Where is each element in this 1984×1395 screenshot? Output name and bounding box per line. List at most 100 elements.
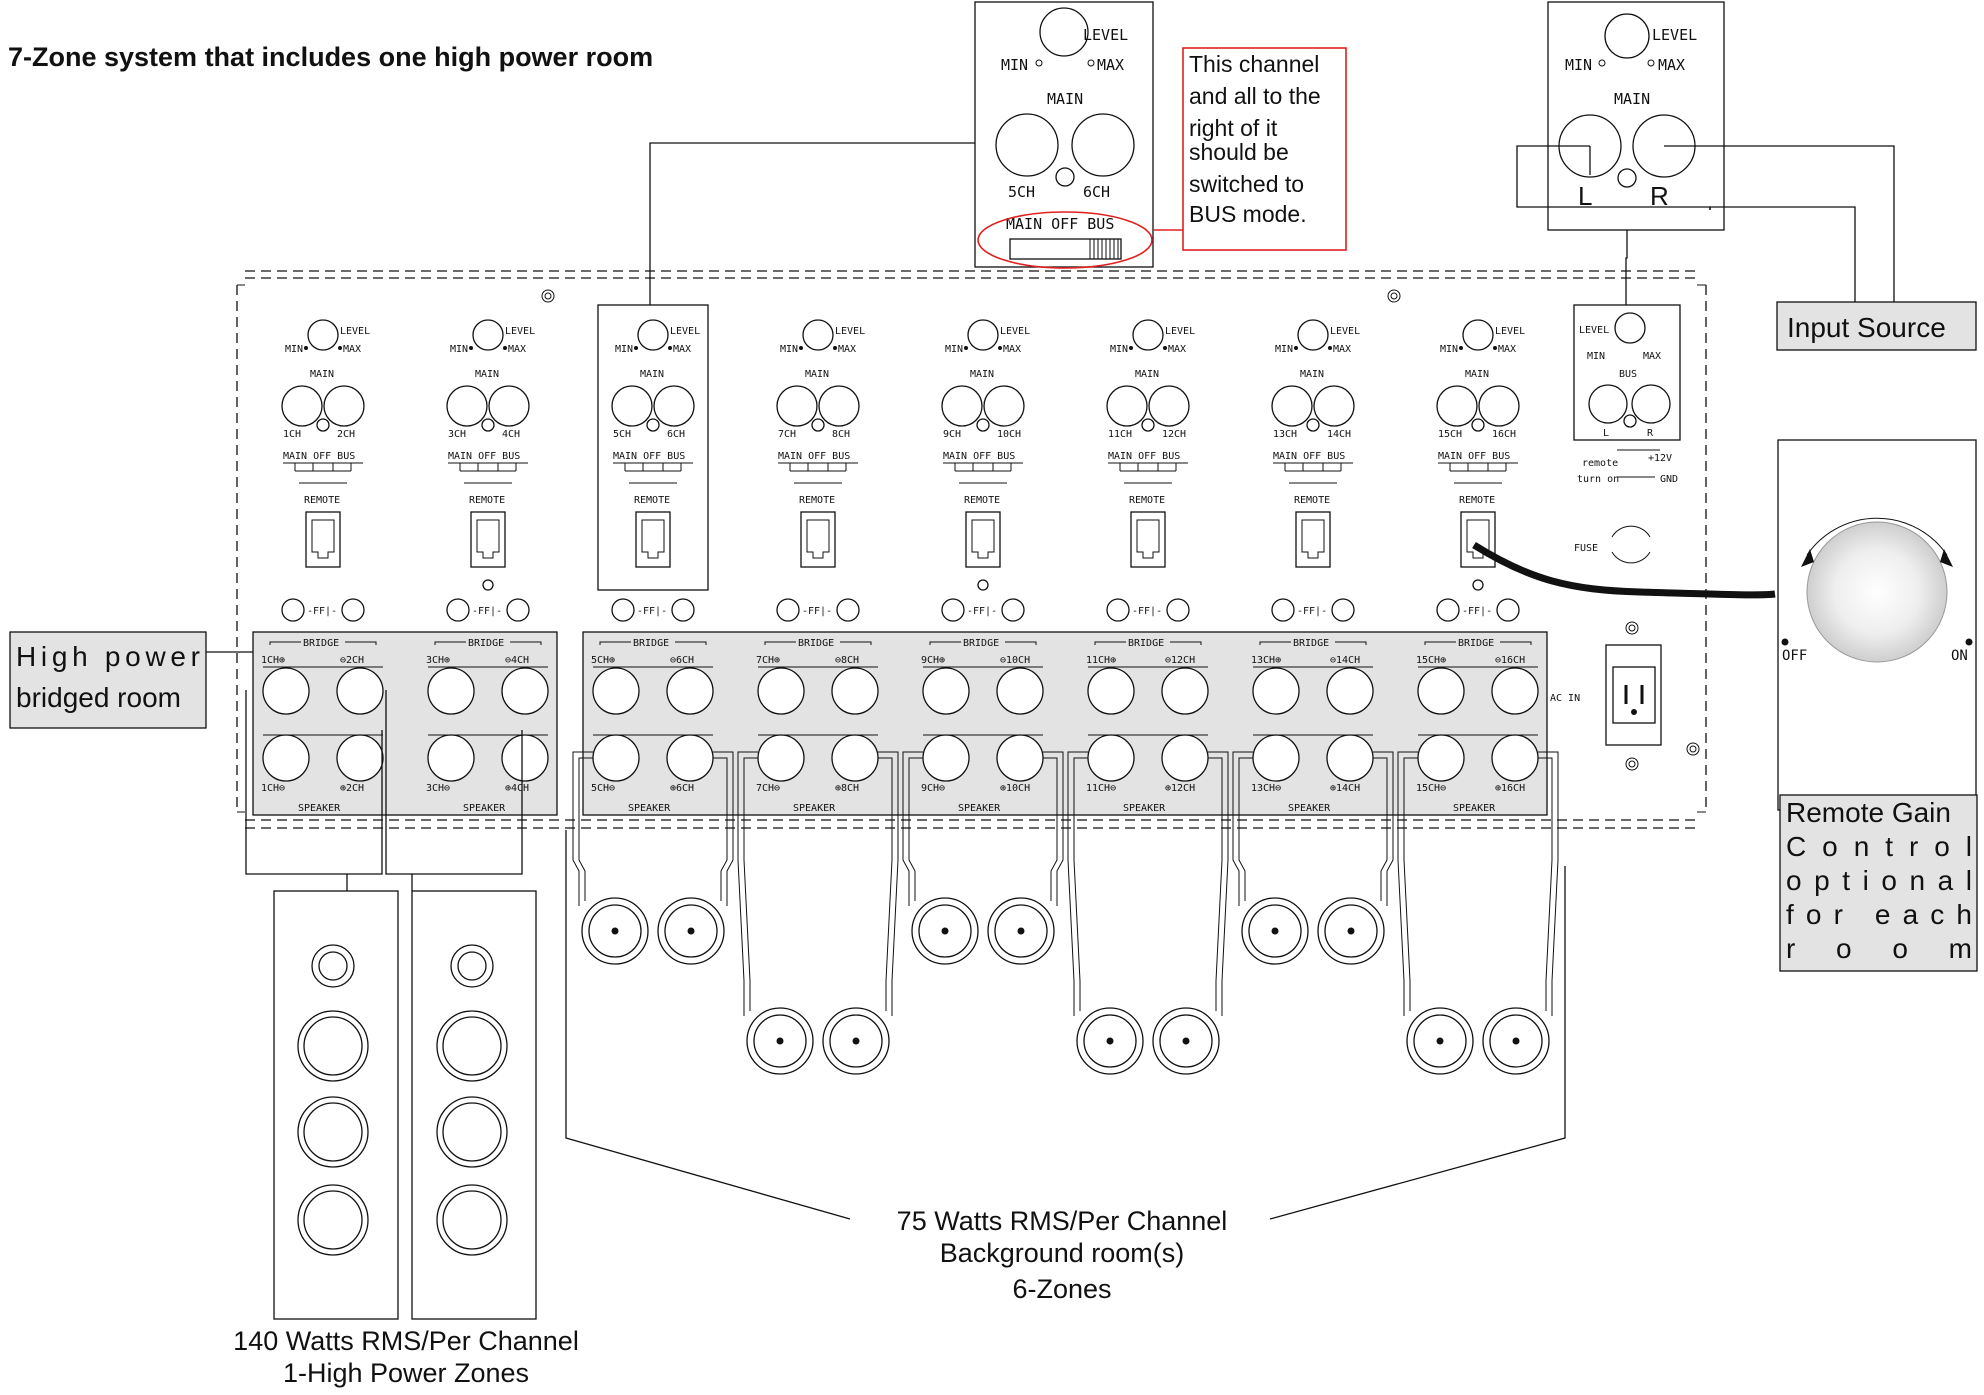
remote-off-label: OFF	[1782, 648, 1807, 664]
speaker-minus-label: 1CH⊖	[261, 783, 285, 794]
bridge-plus-label: 5CH⊕	[591, 655, 615, 666]
rca-jack-icon	[1436, 385, 1478, 427]
binding-post-icon	[1491, 734, 1539, 782]
high-power-label-box: High power bridged room	[9, 631, 207, 729]
remote-label: REMOTE	[964, 495, 1000, 506]
min-label: MIN	[945, 344, 963, 355]
speaker-plus-label: ⊕10CH	[1000, 783, 1030, 794]
high-power-caption-line-1: 140 Watts RMS/Per Channel	[233, 1326, 579, 1356]
min-label: MIN	[1275, 344, 1293, 355]
zoom-switch-label: MAIN OFF BUS	[1006, 215, 1114, 233]
bridge-plus-label: 13CH⊕	[1251, 655, 1281, 666]
ch-a-label: 5CH	[613, 429, 631, 440]
rca-jack-icon	[488, 385, 530, 427]
max-label: MAX	[1498, 344, 1516, 355]
high-power-label-line-1: High power	[16, 641, 200, 672]
binding-post-icon	[666, 667, 714, 715]
bus-mode-annotation: This channel and all to the right of it …	[1153, 47, 1347, 251]
gnd-label: GND	[1660, 474, 1678, 485]
main-label: MAIN	[1465, 369, 1489, 380]
remote-label: REMOTE	[1129, 495, 1165, 506]
speaker-plus-label: ⊕14CH	[1330, 783, 1360, 794]
remote-label: REMOTE	[1294, 495, 1330, 506]
bridge-minus-label: ⊖16CH	[1495, 655, 1525, 666]
binding-post-icon	[501, 734, 549, 782]
ff-indicator-label: -FF|-	[802, 606, 832, 617]
mode-switch-label: MAIN OFF BUS	[1273, 451, 1345, 462]
bridge-minus-label: ⊖10CH	[1000, 655, 1030, 666]
binding-post-icon	[1252, 667, 1300, 715]
annotation-line-6: BUS mode.	[1189, 201, 1307, 227]
ff-indicator-label: -FF|-	[637, 606, 667, 617]
ch-b-label: 8CH	[832, 429, 850, 440]
ff-indicator-label: -FF|-	[1462, 606, 1492, 617]
remote-on-label: ON	[1951, 648, 1968, 664]
rca-jack-icon	[1478, 385, 1520, 427]
bridge-label: BRIDGE	[1128, 638, 1164, 649]
ch-a-label: 15CH	[1438, 429, 1462, 440]
annotation-line-1: This channel	[1189, 51, 1319, 77]
input-source-box: Input Source	[1776, 301, 1977, 351]
level-label: LEVEL	[670, 326, 700, 337]
bus-l-label: L	[1578, 181, 1592, 211]
binding-post-icon	[1161, 667, 1209, 715]
switch-bus-position-icon	[1089, 238, 1122, 260]
mode-switch-label: MAIN OFF BUS	[283, 451, 355, 462]
rca-right-icon	[1071, 113, 1135, 177]
ceiling-speaker-icon	[1482, 1007, 1550, 1075]
ch5-6-module-outline	[597, 304, 709, 591]
background-caption-line-2: Background room(s)	[940, 1238, 1185, 1268]
level-knob-icon	[307, 319, 339, 351]
amp-bus-max: MAX	[1643, 351, 1661, 362]
ceiling-speaker-icon	[657, 897, 725, 965]
level-knob-icon	[637, 319, 669, 351]
bridge-label: BRIDGE	[468, 638, 504, 649]
ceiling-speaker-icon	[1406, 1007, 1474, 1075]
binding-post-icon	[757, 734, 805, 782]
annotation-line-5: switched to	[1189, 171, 1304, 197]
speaker-label: SPEAKER	[793, 803, 836, 814]
speaker-minus-label: 11CH⊖	[1086, 783, 1116, 794]
diagram-title: 7-Zone system that includes one high pow…	[8, 42, 653, 72]
speaker-label: SPEAKER	[1288, 803, 1331, 814]
annotation-line-4: should be	[1189, 139, 1289, 165]
main-label: MAIN	[310, 369, 334, 380]
ff-indicator-label: -FF|-	[1132, 606, 1162, 617]
zoom-main-label: MAIN	[1047, 90, 1083, 108]
bridge-minus-label: ⊖12CH	[1165, 655, 1195, 666]
bridge-minus-label: ⊖6CH	[670, 655, 694, 666]
ch-a-label: 9CH	[943, 429, 961, 440]
main-label: MAIN	[640, 369, 664, 380]
rca-jack-icon	[1271, 385, 1313, 427]
binding-post-icon	[922, 667, 970, 715]
ch-b-label: 12CH	[1162, 429, 1186, 440]
remote-label-line-4: for each	[1786, 899, 1972, 930]
main-label: MAIN	[1300, 369, 1324, 380]
max-label: MAX	[343, 344, 361, 355]
high-power-caption: 140 Watts RMS/Per Channel 1-High Power Z…	[233, 1326, 579, 1388]
rca-jack-icon	[446, 385, 488, 427]
binding-post-icon	[427, 734, 475, 782]
ch-b-label: 6CH	[667, 429, 685, 440]
remote-label: REMOTE	[469, 495, 505, 506]
background-caption-line-1: 75 Watts RMS/Per Channel	[897, 1206, 1228, 1236]
binding-post-icon	[1087, 667, 1135, 715]
binding-post-icon	[592, 667, 640, 715]
binding-post-icon	[922, 734, 970, 782]
switch-highlight-ellipse	[977, 211, 1153, 269]
ceiling-speaker-icon	[581, 897, 649, 965]
speaker-plus-label: ⊕2CH	[340, 783, 364, 794]
min-label: MIN	[1440, 344, 1458, 355]
bridge-plus-label: 7CH⊕	[756, 655, 780, 666]
bridge-minus-label: ⊖2CH	[340, 655, 364, 666]
remote-gain-control: OFF ON	[1777, 439, 1977, 811]
bridge-label: BRIDGE	[963, 638, 999, 649]
bus-main-label: MAIN	[1614, 90, 1650, 108]
binding-post-icon	[666, 734, 714, 782]
bus-level-label: LEVEL	[1652, 26, 1697, 44]
zoom-5ch-label: 5CH	[1008, 183, 1035, 201]
remote-cable	[1472, 542, 1776, 599]
binding-post-icon	[592, 734, 640, 782]
input-source-label: Input Source	[1787, 312, 1946, 343]
binding-post-icon	[1326, 667, 1374, 715]
